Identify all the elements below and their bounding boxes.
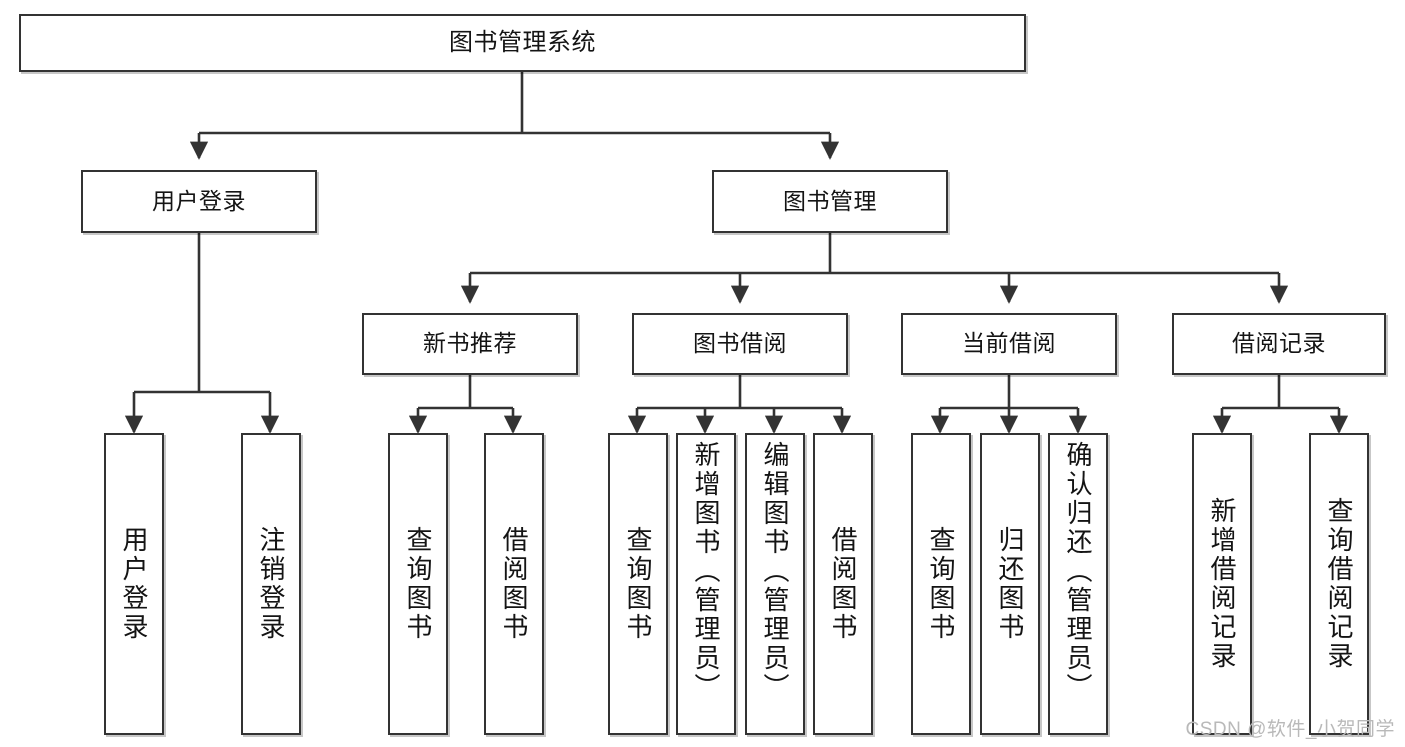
node-label: 新书推荐	[423, 330, 517, 357]
leaf-add-borrow-record[interactable]: 新增借阅记录	[1192, 433, 1252, 735]
leaf-query-book-borrow[interactable]: 查询图书	[608, 433, 668, 735]
node-label: 归还图书	[995, 526, 1025, 642]
node-root-book-management-system[interactable]: 图书管理系统	[19, 14, 1026, 72]
node-label: 用户登录	[119, 526, 149, 642]
csdn-watermark: CSDN @软件_小贺同学	[1185, 719, 1395, 740]
node-label: 图书管理	[783, 187, 877, 214]
node-user-login[interactable]: 用户登录	[81, 170, 317, 233]
leaf-edit-book-admin[interactable]: 编辑图书（管理员）	[745, 433, 805, 735]
node-label: 编辑图书（管理员）	[760, 441, 790, 702]
leaf-add-book-admin[interactable]: 新增图书（管理员）	[676, 433, 736, 735]
node-label: 查询借阅记录	[1324, 497, 1354, 671]
leaf-logout[interactable]: 注销登录	[241, 433, 301, 735]
leaf-borrow-book[interactable]: 借阅图书	[813, 433, 873, 735]
node-label: 借阅图书	[499, 526, 529, 642]
node-label: 当前借阅	[962, 330, 1056, 357]
leaf-query-borrow-record[interactable]: 查询借阅记录	[1309, 433, 1369, 735]
node-label: 新增借阅记录	[1207, 497, 1237, 671]
node-label: 图书管理系统	[449, 28, 596, 56]
node-label: 借阅记录	[1232, 330, 1326, 357]
leaf-user-login[interactable]: 用户登录	[104, 433, 164, 735]
node-borrowing-record[interactable]: 借阅记录	[1172, 313, 1386, 375]
node-new-book-recommendation[interactable]: 新书推荐	[362, 313, 578, 375]
node-current-borrowing[interactable]: 当前借阅	[901, 313, 1117, 375]
node-book-borrowing[interactable]: 图书借阅	[632, 313, 848, 375]
node-label: 图书借阅	[693, 330, 787, 357]
node-label: 查询图书	[926, 526, 956, 642]
node-label: 查询图书	[403, 526, 433, 642]
leaf-confirm-return-admin[interactable]: 确认归还（管理员）	[1048, 433, 1108, 735]
node-label: 新增图书（管理员）	[691, 441, 721, 702]
node-label: 注销登录	[256, 526, 286, 642]
leaf-return-book[interactable]: 归还图书	[980, 433, 1040, 735]
node-label: 确认归还（管理员）	[1063, 441, 1093, 702]
leaf-query-book-current[interactable]: 查询图书	[911, 433, 971, 735]
leaf-query-book-newbook[interactable]: 查询图书	[388, 433, 448, 735]
node-book-management[interactable]: 图书管理	[712, 170, 948, 233]
node-label: 查询图书	[623, 526, 653, 642]
node-label: 借阅图书	[828, 526, 858, 642]
node-label: 用户登录	[152, 187, 246, 214]
leaf-borrow-book-newbook[interactable]: 借阅图书	[484, 433, 544, 735]
